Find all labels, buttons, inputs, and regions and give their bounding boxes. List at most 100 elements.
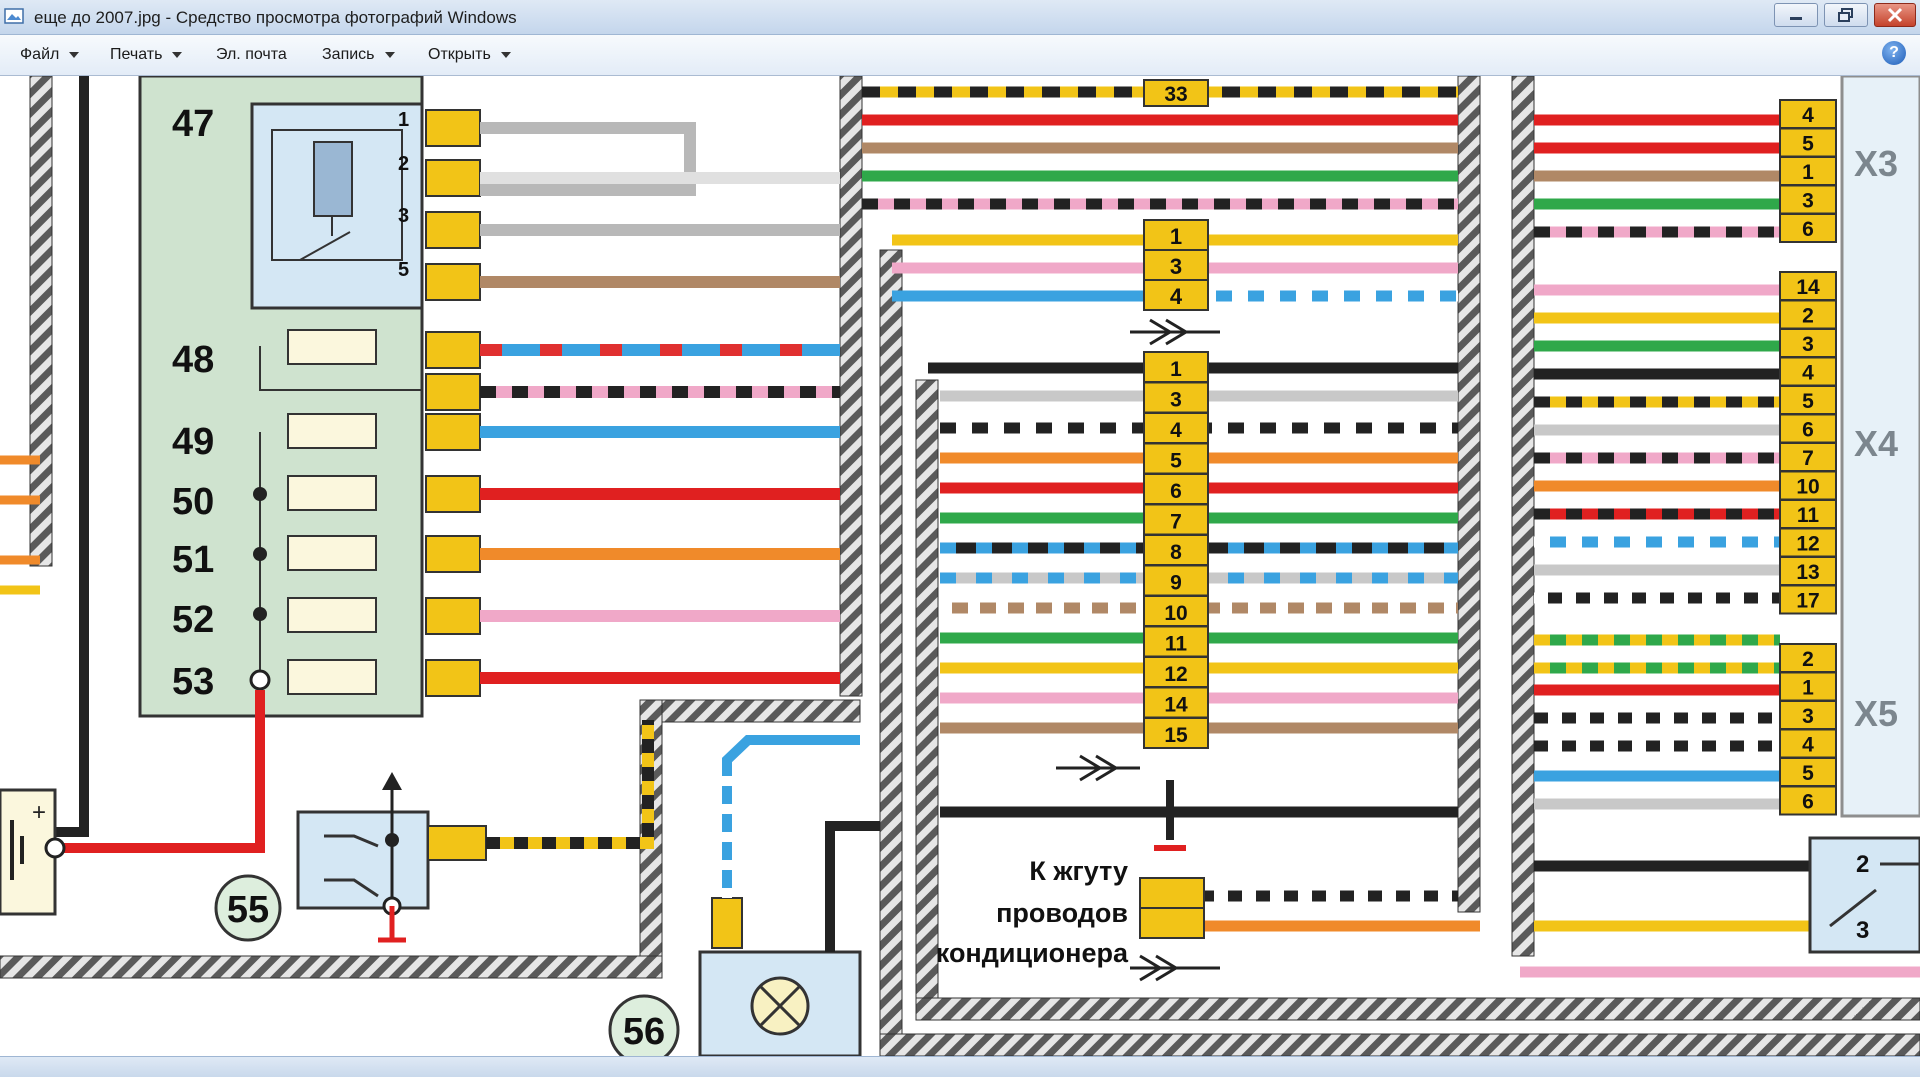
battery: + (0, 788, 66, 916)
close-button[interactable] (1874, 3, 1916, 27)
block-number: 51 (172, 539, 214, 581)
component-number: 55 (227, 889, 269, 931)
pin-label: 5 (1170, 450, 1182, 473)
relay-pin-label: 5 (398, 259, 409, 281)
close-icon (1887, 7, 1903, 23)
block-number: 49 (172, 421, 214, 463)
pin-label: 12 (1164, 663, 1187, 686)
connector-pin (1779, 99, 1837, 129)
pin-label: 2 (1802, 648, 1814, 671)
connector-pin (1143, 717, 1209, 749)
maximize-button[interactable] (1824, 3, 1868, 27)
pin-label: 14 (1796, 276, 1820, 299)
pin-label: 11 (1797, 504, 1820, 527)
component-56-lamp: 56 (608, 735, 880, 1056)
block-number: 52 (172, 599, 214, 641)
command-bar: Файл Печать Эл. почта Запись Открыть ? (0, 35, 1920, 76)
middle-connector-upper: 1 3 4 (1130, 219, 1220, 346)
ac-harness-label: К жгуту (1029, 856, 1128, 886)
pin-label: 5 (1802, 390, 1814, 413)
connector-pin (1779, 184, 1837, 215)
pin-label: 10 (1796, 476, 1819, 499)
connector-pin (1143, 351, 1209, 383)
pin-label: 1 (1802, 677, 1814, 700)
pin-label: 3 (1802, 705, 1814, 728)
open-menu[interactable]: Открыть (428, 46, 511, 64)
pin-label: 2 (1802, 305, 1814, 328)
pin-label: 14 (1164, 694, 1188, 717)
connector-pin (1779, 299, 1837, 330)
connector-pin (1779, 757, 1837, 787)
pin-label: 33 (1164, 83, 1187, 106)
image-viewer: 47 48 49 50 51 52 53 1 2 3 5 (0, 76, 1920, 1056)
connector-pin (1779, 385, 1837, 415)
pin-label: 3 (1802, 190, 1814, 213)
pin-label: 11 (1165, 633, 1188, 656)
pin-label: 12 (1796, 533, 1819, 556)
pin-label: 8 (1170, 541, 1182, 564)
pin-label: 3 (1802, 333, 1814, 356)
open-menu-label: Открыть (428, 46, 491, 63)
photo-viewer-icon (4, 8, 24, 24)
file-menu[interactable]: Файл (20, 46, 80, 64)
pin-label: 15 (1164, 724, 1188, 747)
ac-harness: К жгуту проводов кондиционера (936, 754, 1220, 982)
viewer-bottom-bar (0, 1056, 1920, 1077)
chevron-down-icon (384, 52, 395, 58)
email-button[interactable]: Эл. почта (216, 46, 287, 64)
connector-pin (1779, 328, 1837, 358)
connector-pin (1779, 556, 1837, 586)
help-icon[interactable]: ? (1882, 41, 1906, 65)
connector-pin (1779, 442, 1837, 472)
pin-label: 17 (1796, 590, 1819, 613)
pin-label: 5 (1802, 762, 1814, 785)
component-55-switch: 55 (214, 720, 654, 943)
chevron-down-icon (69, 52, 80, 58)
window-title: еще до 2007.jpg - Средство просмотра фот… (34, 8, 517, 27)
connector-pin (1779, 728, 1837, 759)
print-menu-label: Печать (110, 46, 163, 63)
pin-label: 7 (1802, 447, 1814, 470)
middle-connector-top: 33 (1143, 79, 1209, 107)
connector-pin (1143, 503, 1209, 536)
pin-label: 2 (1856, 851, 1869, 878)
connector-pin (1143, 534, 1209, 566)
fuse-slots (287, 329, 377, 695)
chevron-down-icon (172, 52, 183, 58)
relay-pin-label: 2 (398, 153, 409, 175)
block-number: 50 (172, 481, 214, 523)
title-bar: еще до 2007.jpg - Средство просмотра фот… (0, 0, 1920, 35)
minimize-button[interactable] (1774, 3, 1818, 27)
burn-menu-label: Запись (322, 46, 375, 63)
ac-harness-label: проводов (996, 898, 1128, 928)
pin-label: 4 (1802, 362, 1814, 385)
wiring-diagram-image: 47 48 49 50 51 52 53 1 2 3 5 (0, 76, 1920, 1056)
connector-pin (1779, 499, 1837, 529)
connector-pin (1779, 127, 1837, 158)
connector-pin (1779, 785, 1837, 816)
pin-label: 10 (1164, 602, 1187, 625)
pin-label: 4 (1170, 419, 1182, 442)
block-number: 53 (172, 661, 214, 703)
pin-label: 6 (1802, 218, 1814, 241)
pin-label: 6 (1170, 480, 1182, 503)
relay-pin-label: 3 (398, 205, 409, 227)
fuse-relay-block (138, 76, 424, 718)
email-button-label: Эл. почта (216, 46, 287, 63)
component-number: 56 (623, 1011, 665, 1053)
connector-pin (1779, 413, 1837, 444)
harness-walls (0, 76, 1920, 1056)
block-number: 47 (172, 103, 214, 145)
print-menu[interactable]: Печать (110, 46, 183, 64)
svg-text:+: + (32, 799, 46, 826)
pin-label: 1 (1170, 358, 1182, 381)
burn-menu[interactable]: Запись (322, 46, 395, 64)
connector-pin (1143, 686, 1209, 719)
relay-pin-label: 1 (398, 109, 409, 131)
pin-label: 3 (1856, 917, 1869, 944)
pin-label: 6 (1802, 419, 1814, 442)
block-connector-pins (425, 109, 481, 697)
